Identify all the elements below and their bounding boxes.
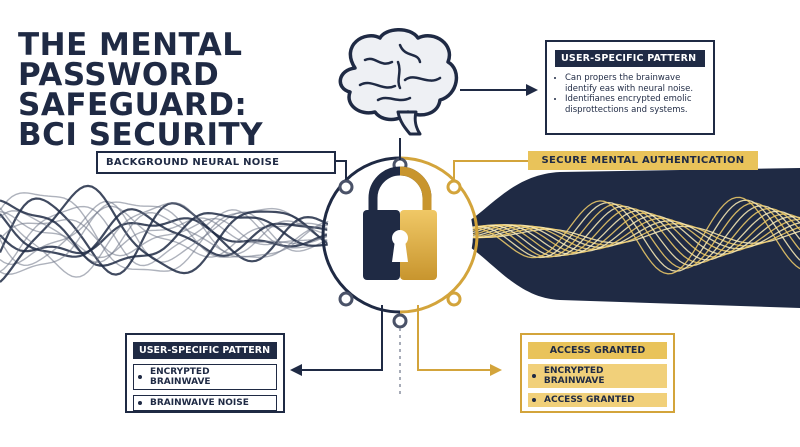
secure-brainwave-waves <box>439 196 800 275</box>
title-line-3: Safeguard: <box>18 87 248 123</box>
arrowhead <box>526 84 538 96</box>
info-box-header: User-Specific Pattern <box>555 50 705 67</box>
access-item-label: Access Granted <box>544 395 635 405</box>
legend-item: Encrypted Brainwave <box>133 364 277 390</box>
noise-wave-line <box>0 197 361 276</box>
noise-wave-line <box>0 208 361 258</box>
gold-wave-line <box>439 222 800 247</box>
info-box-list: Can propers the brainwave identify eas w… <box>555 73 705 115</box>
noise-wave-line <box>0 210 361 264</box>
info-box-item: Can propers the brainwave identify eas w… <box>565 73 705 94</box>
ring-node <box>446 291 462 307</box>
arrow-ring-to-bottom-right <box>417 305 490 371</box>
secure-signal-band <box>440 168 800 308</box>
keyhole-icon <box>392 230 408 262</box>
ring-node <box>338 179 354 195</box>
gold-wave-line <box>439 207 800 264</box>
noise-wave-line <box>0 202 361 278</box>
arrowhead <box>290 364 302 376</box>
gold-wave-line <box>439 215 800 255</box>
title-line-4: BCI Security <box>18 117 264 153</box>
info-box-item: Identifianes encrypted emolic disprottec… <box>565 94 705 115</box>
title-line-1: The Mental <box>18 27 243 63</box>
noise-wave-line <box>0 192 361 272</box>
connector-noise-label <box>336 160 347 180</box>
bullet-icon <box>138 401 142 405</box>
secure-auth-label: Secure Mental Authentication <box>528 151 758 170</box>
legend-item-label: Encrypted Brainwave <box>149 367 211 387</box>
gold-wave-line <box>439 199 800 272</box>
legend-item: Brainwaive Noise <box>133 395 277 411</box>
bullet-icon <box>138 375 142 379</box>
ring-node <box>446 179 462 195</box>
bullet-icon <box>532 398 536 402</box>
noise-wave-line <box>0 199 361 267</box>
arrowhead <box>490 364 502 376</box>
access-item: Encrypted Brainwave <box>528 364 667 388</box>
gold-wave-line <box>439 196 800 275</box>
gold-wave-line <box>439 202 800 270</box>
title-line-2: Password <box>18 57 220 93</box>
background-noise-label: Background Neural Noise <box>96 151 336 174</box>
user-pattern-legend-box: User-Specific Pattern Encrypted Brainwav… <box>125 333 285 413</box>
page-title: The Mental Password Safeguard: BCI Secur… <box>18 27 318 153</box>
access-box-header: Access Granted <box>528 342 667 359</box>
brain-icon <box>338 28 459 136</box>
access-item-label: Encrypted Brainwave <box>543 366 605 386</box>
ring-node <box>392 313 408 329</box>
gold-wave-line <box>439 217 800 253</box>
ring-node <box>338 291 354 307</box>
user-pattern-info-box: User-Specific Pattern Can propers the br… <box>545 40 715 135</box>
access-item: Access Granted <box>528 393 667 407</box>
legend-item-label: Brainwaive Noise <box>150 398 249 408</box>
noise-wave-line <box>0 217 360 255</box>
ring-left-half <box>321 156 401 314</box>
noise-wave-line <box>0 184 361 283</box>
noise-wave-line <box>0 201 361 276</box>
bullet-icon <box>532 374 536 378</box>
noise-wave-line <box>0 200 361 267</box>
arrow-ring-to-bottom-left <box>300 305 383 371</box>
connector-secure-label <box>453 160 528 180</box>
ring-right-half <box>399 156 479 314</box>
background-noise-waves <box>0 184 361 283</box>
legend-box-header: User-Specific Pattern <box>133 342 277 359</box>
access-granted-box: Access Granted Encrypted Brainwave Acces… <box>520 333 675 413</box>
padlock-icon <box>363 166 437 280</box>
